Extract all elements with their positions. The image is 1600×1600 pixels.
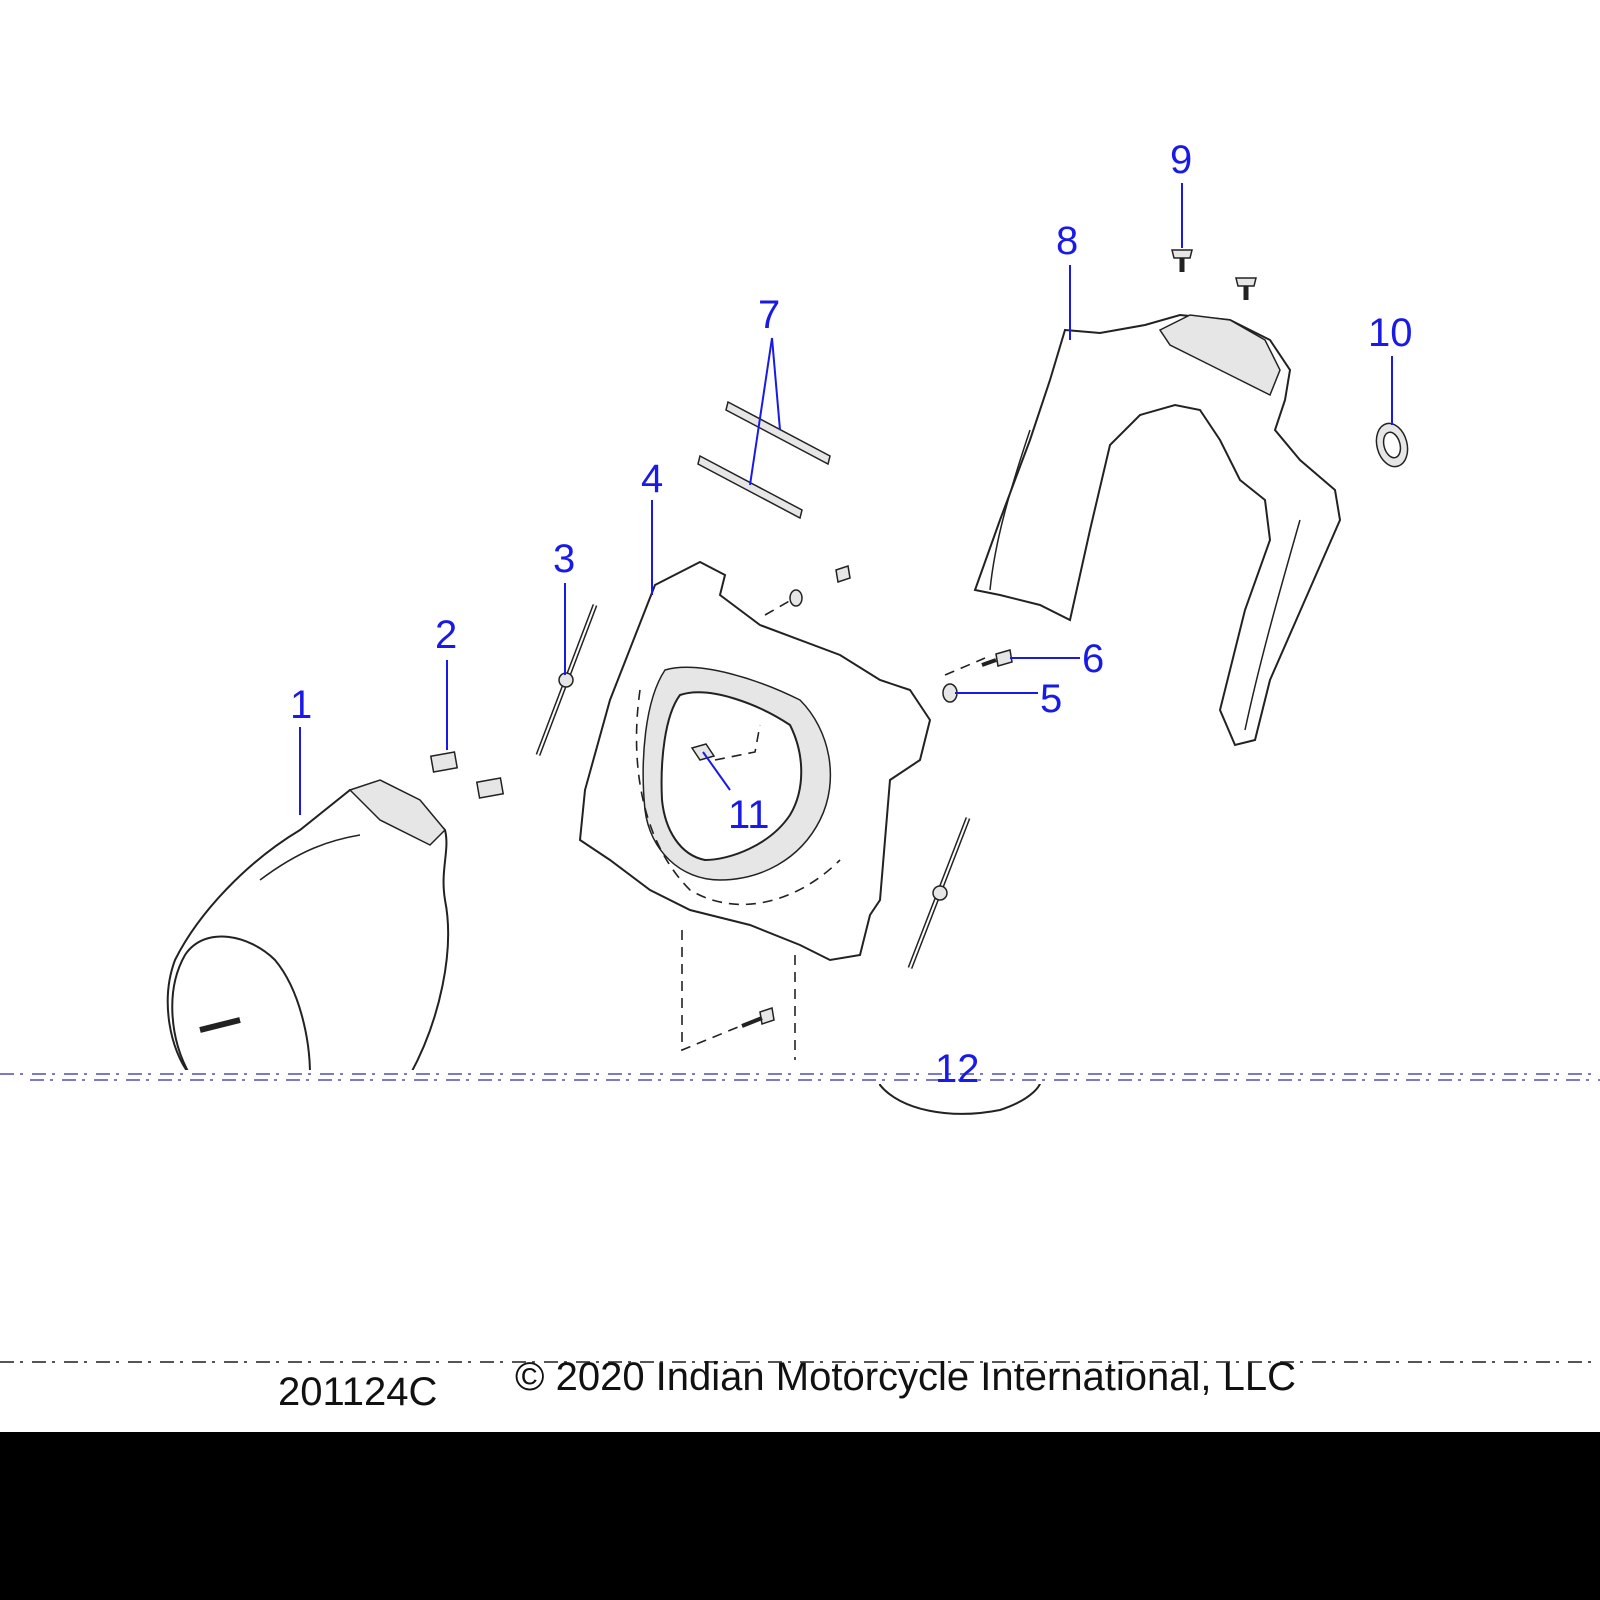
part-8-outer-fairing	[973, 313, 1342, 747]
part-7-trim-strips	[697, 400, 831, 520]
leader-11	[702, 751, 731, 791]
callout-6: 6	[1082, 637, 1104, 681]
callout-4: 4	[641, 457, 663, 501]
callout-12: 12	[935, 1047, 980, 1091]
part-10-grommet	[1375, 422, 1409, 468]
callout-7: 7	[758, 293, 780, 337]
part-4-inner-panel	[578, 560, 986, 962]
part-6-screw	[981, 649, 1013, 667]
scan-artifact-band	[0, 1070, 1600, 1363]
part-3-strip	[535, 604, 598, 756]
part-9-screws	[1171, 249, 1257, 300]
callout-1: 1	[290, 683, 312, 727]
leader-7b	[749, 337, 773, 486]
lower-hardware	[681, 930, 796, 1060]
leader-7a	[771, 337, 781, 431]
callout-2: 2	[435, 613, 457, 657]
callout-5: 5	[1040, 677, 1062, 721]
callout-10: 10	[1368, 311, 1413, 355]
copyright-notice: © 2020 Indian Motorcycle International, …	[515, 1355, 1296, 1399]
callout-9: 9	[1170, 138, 1192, 182]
drawing-number: 201124C	[278, 1370, 437, 1414]
part-3-strip-right	[907, 817, 971, 969]
callout-11: 11	[728, 793, 770, 837]
callout-3: 3	[553, 537, 575, 581]
part-5-washer	[942, 683, 958, 703]
callout-8: 8	[1056, 219, 1078, 263]
part-1-nacelle	[166, 779, 450, 1076]
scan-black-band	[0, 1432, 1600, 1600]
part-2-clips	[429, 751, 505, 799]
part-4-top-screw	[789, 565, 851, 607]
